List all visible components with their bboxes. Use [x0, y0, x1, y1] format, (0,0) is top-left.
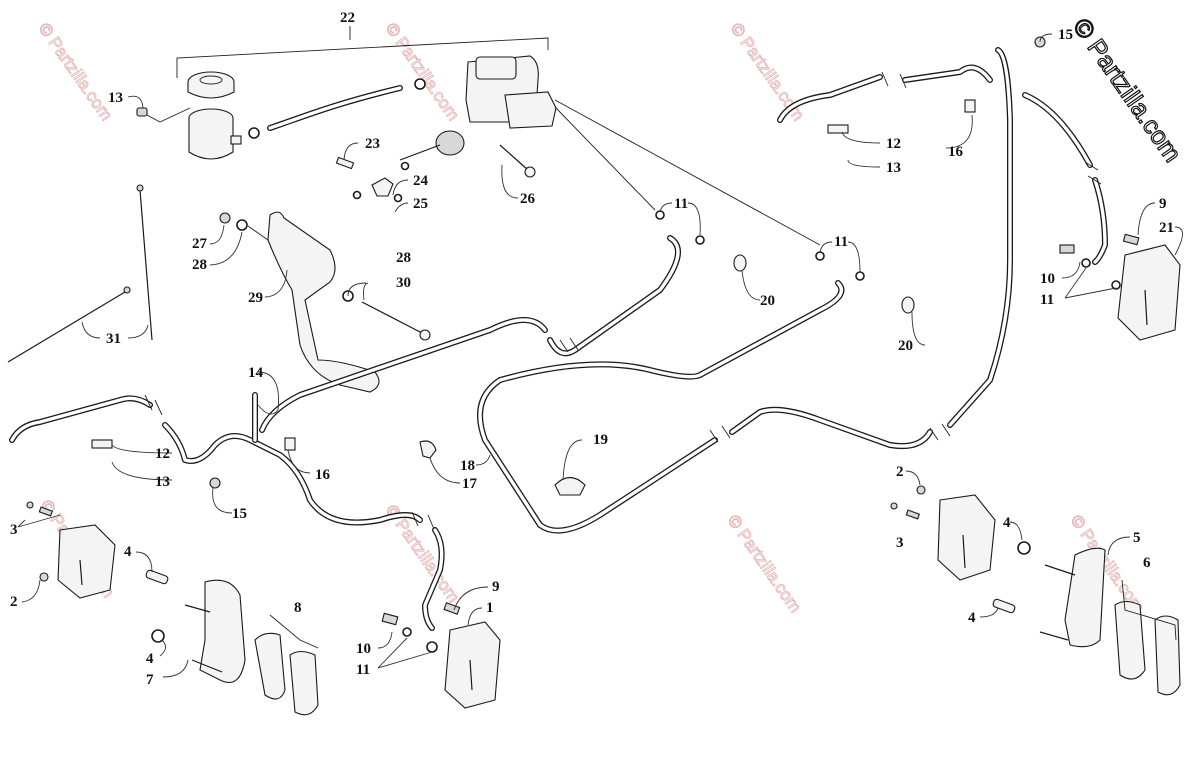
callout-18: 18 — [460, 458, 475, 474]
callout-11: 11 — [834, 234, 848, 250]
callout-12: 12 — [155, 446, 170, 462]
callout-1: 1 — [486, 600, 494, 616]
front-left-caliper — [26, 501, 319, 716]
callout-25: 25 — [413, 196, 428, 212]
callout-15: 15 — [232, 506, 247, 522]
callout-21: 21 — [1159, 220, 1174, 236]
callout-9: 9 — [1159, 196, 1167, 212]
callout-15: 15 — [1058, 27, 1073, 43]
callout-13: 13 — [155, 474, 170, 490]
callouts: 22 13 23 24 25 26 27 28 28 29 30 31 11 2… — [10, 10, 1174, 688]
callout-26: 26 — [520, 191, 536, 207]
callout-16: 16 — [315, 467, 331, 483]
watermark: © Partzilla.com — [727, 19, 808, 124]
callout-7: 7 — [146, 672, 154, 688]
callout-17: 17 — [462, 476, 478, 492]
callout-11: 11 — [674, 196, 688, 212]
callout-31: 31 — [106, 331, 121, 347]
callout-2: 2 — [896, 464, 904, 480]
callout-4: 4 — [1003, 515, 1011, 531]
callout-24: 24 — [413, 173, 429, 189]
callout-6: 6 — [1143, 555, 1151, 571]
callout-28: 28 — [396, 250, 411, 266]
callout-13: 13 — [108, 90, 123, 106]
watermark: © Partzilla.com — [382, 19, 463, 124]
callout-11: 11 — [1040, 292, 1054, 308]
callout-29: 29 — [248, 290, 263, 306]
hose-break-marks — [144, 71, 1102, 530]
callout-4: 4 — [146, 651, 154, 667]
callout-27: 27 — [192, 236, 208, 252]
callout-20: 20 — [898, 338, 913, 354]
rear-left-caliper — [890, 485, 1181, 696]
callout-4: 4 — [124, 544, 132, 560]
callout-10: 10 — [356, 641, 371, 657]
leader-lines — [17, 33, 1183, 678]
master-cylinder-assembly — [136, 26, 821, 246]
callout-3: 3 — [10, 522, 18, 538]
callout-13: 13 — [886, 160, 901, 176]
brake-lines — [9, 36, 1108, 631]
callout-22: 22 — [340, 10, 355, 26]
callout-10: 10 — [1040, 271, 1055, 287]
callout-2: 2 — [10, 594, 18, 610]
callout-11: 11 — [356, 662, 370, 678]
brake-pedal-group — [7, 184, 431, 393]
callout-8: 8 — [294, 600, 302, 616]
callout-12: 12 — [886, 136, 901, 152]
callout-19: 19 — [593, 432, 608, 448]
callout-5: 5 — [1133, 530, 1141, 546]
callout-28: 28 — [192, 257, 207, 273]
callout-3: 3 — [896, 535, 904, 551]
rear-right-caliper — [1059, 233, 1181, 341]
callout-20: 20 — [760, 293, 775, 309]
callout-16: 16 — [948, 144, 964, 160]
front-right-caliper — [381, 602, 501, 709]
watermarks: © Partzilla.com © Partzilla.com © Partzi… — [34, 13, 1187, 617]
watermark: © Partzilla.com — [35, 19, 116, 124]
callout-30: 30 — [396, 275, 411, 291]
callout-23: 23 — [365, 136, 380, 152]
callout-4: 4 — [968, 610, 976, 626]
watermark-corner: © Partzilla.com — [1067, 13, 1187, 167]
callout-14: 14 — [248, 365, 264, 381]
callout-9: 9 — [492, 579, 500, 595]
watermark: © Partzilla.com — [724, 511, 805, 616]
